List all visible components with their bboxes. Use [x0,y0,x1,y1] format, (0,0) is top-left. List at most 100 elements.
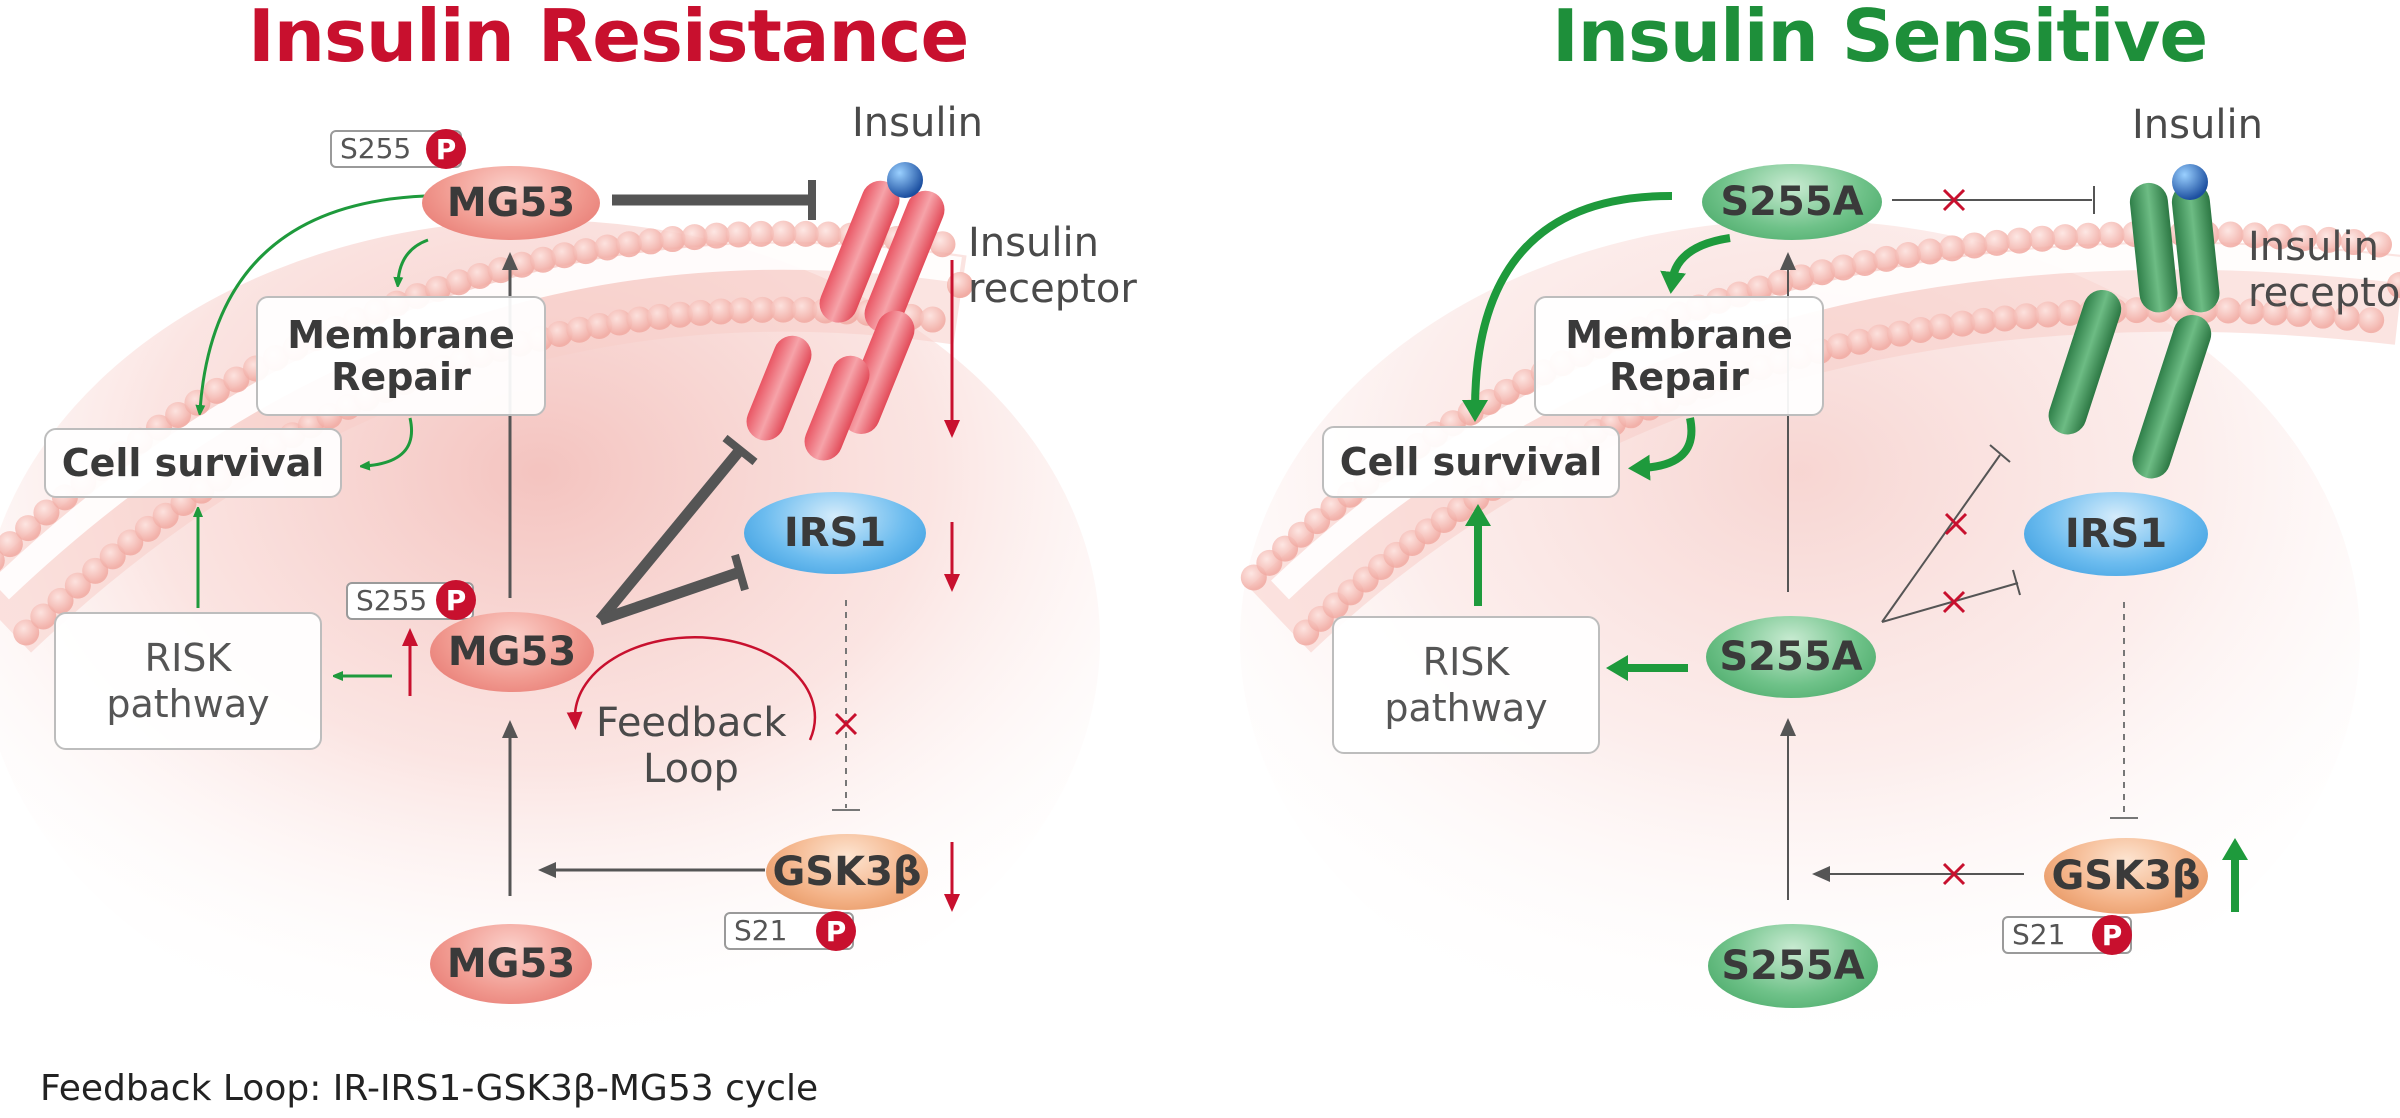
phospho-badge-s21-right: P [2092,915,2132,955]
membrane-repair-box-left: Membrane Repair [256,296,546,416]
membrane-bead [929,231,956,258]
membrane-bead [2215,297,2242,324]
membrane-bead [2285,300,2312,327]
membrane-bead [1970,307,1997,334]
feedback-loop-label: Feedback Loop [596,700,787,792]
membrane-bead [0,550,5,571]
membrane-bead [572,238,599,265]
insulin-molecule-left [887,162,923,198]
membrane-bead [1895,242,1922,269]
membrane-bead [667,301,694,328]
membrane-bead [47,587,74,614]
membrane-bead [2052,224,2079,251]
membrane-bead [594,234,621,261]
membrane-bead [2333,304,2360,331]
membrane-bead [1830,254,1857,281]
phospho-badge-top-left: P [426,129,466,169]
membrane-bead [0,531,23,558]
membrane-bead [1917,238,1944,265]
membrane-bead [1887,320,1914,347]
insulin-label-right: Insulin [2132,102,2263,148]
insulin-receptor-left [746,162,945,461]
membrane-bead [2075,222,2102,249]
membrane-bead [466,262,493,289]
membrane-bead [606,309,633,336]
membrane-bead [546,320,573,347]
membrane-bead [1991,305,2018,332]
membrane-bead [919,306,946,333]
membrane-bead [637,228,664,255]
cell-survival-box-right: Cell survival [1322,426,1620,498]
membrane-bead [1961,232,1988,259]
membrane-bead [703,222,730,249]
receptor-label-line1: Insulin [968,220,1099,266]
phospho-badge-mid-left: P [436,580,476,620]
risk-pathway-box-left: RISK pathway [54,612,322,750]
membrane-bead [134,515,161,542]
membrane-bead [99,543,126,570]
membrane-bead [2006,227,2033,254]
irs1-node-left: IRS1 [744,492,926,574]
insulin-receptor-right [2048,164,2220,479]
membrane-bead [15,515,42,542]
membrane-bead [551,242,578,269]
s255a-node-top: S255A [1702,164,1882,240]
membrane-bead [566,316,593,343]
membrane-bead [728,297,755,324]
membrane-bead [791,296,818,323]
risk-pathway-box-right: RISK pathway [1332,616,1600,754]
membrane-bead [646,303,673,330]
membrane-bead [2309,302,2336,329]
membrane-bead [708,298,735,325]
membrane-bead [659,226,686,253]
phospho-badge-s21-left: P [816,911,856,951]
membrane-bead [687,299,714,326]
membrane-bead [64,572,91,599]
membrane-bead [2387,272,2400,298]
membrane-bead [165,401,192,428]
panel-title-left: Insulin Resistance [248,0,969,78]
membrane-bead [1939,235,1966,262]
cell-survival-box-left: Cell survival [44,428,342,498]
membrane-repair-box-right: Membrane Repair [1534,296,1824,416]
membrane-bead [1809,259,1836,286]
membrane-bead [2056,299,2083,326]
membrane-bead [1746,275,1773,302]
membrane-bead [2241,222,2268,249]
membrane-bead [13,619,40,646]
membrane-bead [2365,231,2392,258]
receptor-label-line1-right: Insulin [2248,224,2379,270]
membrane-bead [1873,245,1900,272]
membrane-bead [626,306,653,333]
gsk3b-node-left: GSK3β [766,834,928,910]
membrane-bead [2315,226,2342,253]
membrane-bead [1928,313,1955,340]
mg53-node-top: MG53 [422,166,600,240]
gsk3b-node-right: GSK3β [2044,838,2208,914]
membrane-bead [2340,229,2367,256]
footer-caption: Feedback Loop: IR-IRS1-GSK3β-MG53 cycle [40,1068,819,1109]
s255a-node-mid: S255A [1706,616,1876,698]
membrane-bead [615,231,642,258]
membrane-bead [815,221,842,248]
membrane-bead [770,220,797,247]
receptor-label-left: Insulin receptor [968,220,1137,312]
panel-title-right: Insulin Sensitive [1552,0,2208,78]
membrane-bead [2013,303,2040,330]
mg53-node-mid: MG53 [430,612,594,692]
membrane-bead [530,246,557,273]
membrane-bead [223,366,250,393]
membrane-bead [2262,299,2289,326]
membrane-bead [117,529,144,556]
irs1-node-right: IRS1 [2024,492,2208,576]
membrane-bead [1983,229,2010,256]
membrane-bead [2266,223,2293,250]
membrane-bead [1788,264,1815,291]
membrane-bead [203,377,230,404]
insulin-molecule-right [2172,164,2208,200]
mg53-node-bottom: MG53 [430,924,592,1004]
membrane-bead [1866,324,1893,351]
membrane-bead [792,220,819,247]
membrane-bead [2358,307,2385,334]
membrane-bead [2098,221,2125,248]
